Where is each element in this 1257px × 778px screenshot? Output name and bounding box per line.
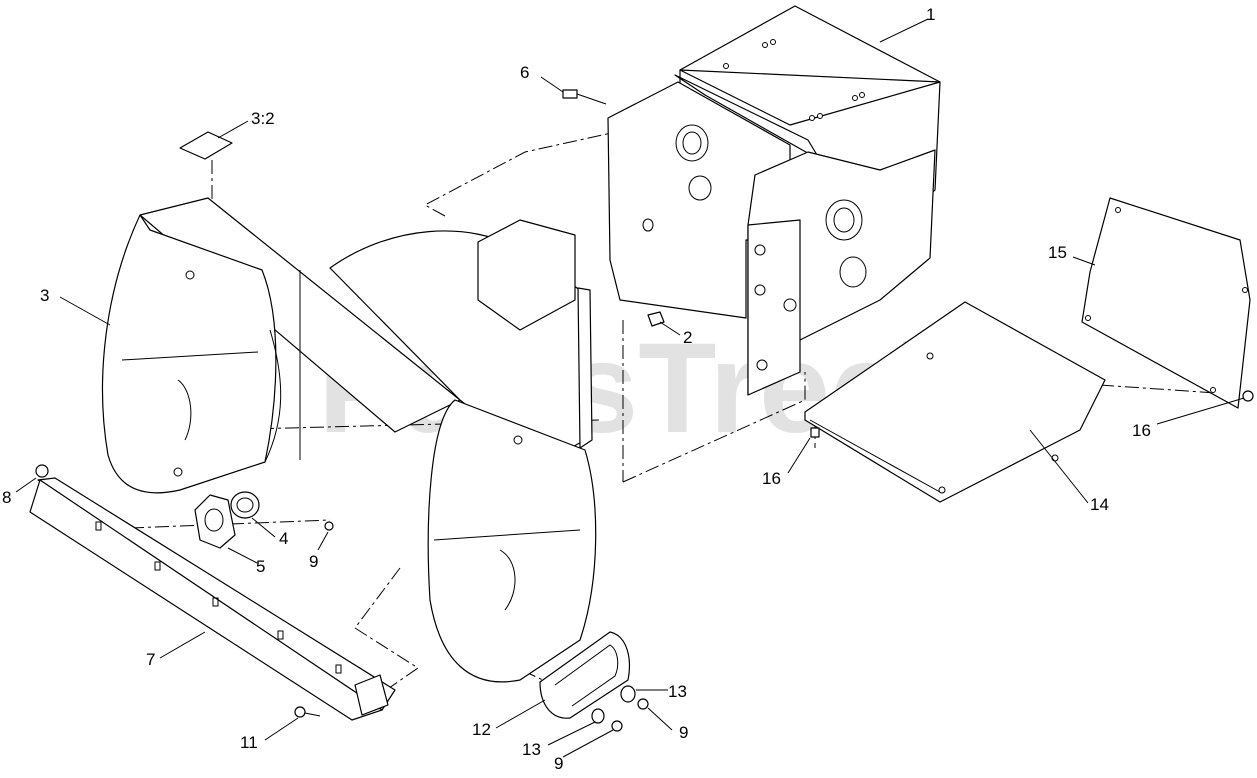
- callout-15: 15: [1048, 243, 1067, 262]
- nut-part-9-a: [324, 521, 334, 531]
- washer-part-13-b: [591, 708, 605, 724]
- screws-part-16: [810, 390, 1254, 438]
- callout-8: 8: [2, 488, 11, 507]
- flange-part-5: [194, 494, 236, 549]
- callout-14: 14: [1090, 495, 1109, 514]
- bolt-part-6: [562, 89, 607, 105]
- nut-part-9-b: [637, 698, 649, 710]
- callout-5: 5: [256, 557, 265, 576]
- auger-housing-part-3: [101, 197, 597, 683]
- back-plate-part-15: [1081, 197, 1251, 409]
- callout-13-b: 13: [522, 740, 541, 759]
- callout-12: 12: [472, 720, 491, 739]
- callout-1: 1: [926, 5, 935, 24]
- callout-9-a: 9: [309, 552, 318, 571]
- cap-part-8: [35, 464, 49, 478]
- callout-6: 6: [520, 63, 529, 82]
- callout-3: 3: [40, 286, 49, 305]
- leader-lines: [15, 18, 1245, 758]
- callouts: 1 2 3:2 3 4 5 6 7 8 9 9 9 11 12 13 13 14…: [2, 5, 1151, 773]
- callout-4: 4: [279, 529, 288, 548]
- callout-11: 11: [240, 733, 258, 752]
- callout-3-2: 3:2: [251, 109, 275, 128]
- callout-9-b: 9: [679, 723, 688, 742]
- decal-part-3-2: [179, 131, 233, 160]
- scraper-bar-part-7: [29, 477, 396, 721]
- skid-shoe-part-12: [539, 631, 631, 719]
- bottom-cover-part-14: [804, 301, 1106, 503]
- callout-16-a: 16: [1132, 421, 1151, 440]
- callout-13-a: 13: [668, 682, 687, 701]
- washer-part-13-a: [620, 685, 636, 703]
- callout-7: 7: [146, 650, 155, 669]
- callout-16-b: 16: [762, 469, 781, 488]
- callout-9-c: 9: [554, 754, 563, 773]
- frame-part-1: [607, 5, 941, 396]
- washers-nuts-skid: [591, 685, 649, 732]
- nut-part-9-c: [611, 720, 623, 732]
- callout-2: 2: [683, 328, 692, 347]
- bolt-part-11: [294, 706, 321, 718]
- bearing-part-4: [230, 491, 260, 519]
